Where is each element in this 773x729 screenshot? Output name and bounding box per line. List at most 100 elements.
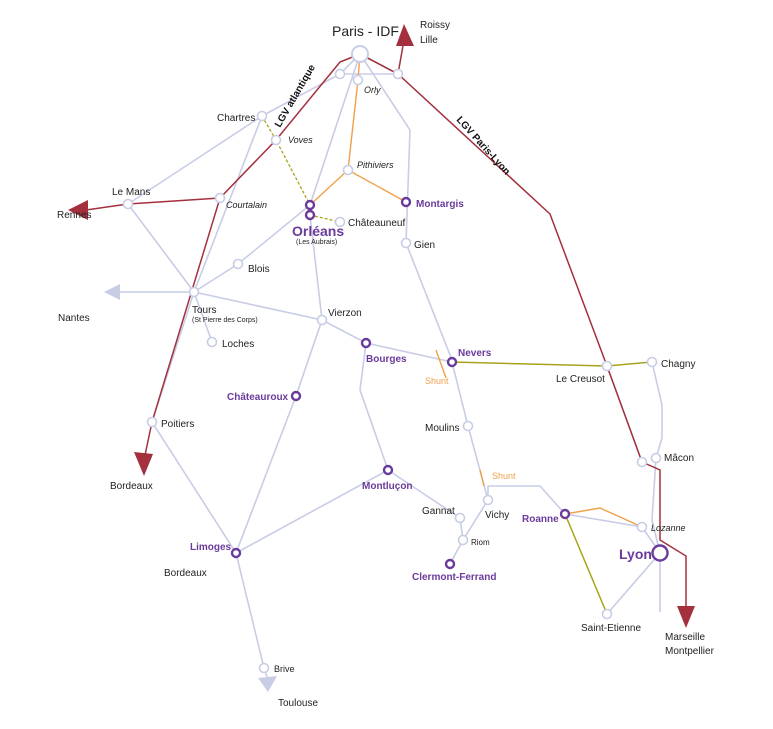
label-roissy: Roissy [420,20,450,31]
line-vichy-roanne [487,485,566,515]
label-tours: Tours [192,305,216,316]
lgv-atlantique-line [143,53,361,461]
line-paris-gien [359,53,453,361]
station-montlucon[interactable] [382,464,394,476]
nantes-arrow-icon [104,284,120,300]
label-chateauneuf: Châteauneuf [348,218,405,229]
line-roanne-lozanne-orange [564,507,643,528]
stations-light [122,45,662,674]
label-chartres: Chartres [217,113,255,124]
station-macon-b[interactable] [650,452,662,464]
line-chartres-orleans-dashed [261,115,311,206]
station-le-mans[interactable] [122,198,134,210]
line-montlucon-gannat [387,469,461,519]
station-vichy[interactable] [482,494,494,506]
station-paris-w[interactable] [334,68,346,80]
station-le-creusot[interactable] [601,360,613,372]
labels: Paris - IDF Roissy Lille Orly Chartres V… [57,20,715,709]
regular-lines [118,53,663,681]
label-voves: Voves [288,135,313,145]
station-brive[interactable] [258,662,270,674]
line-lyon-saintetienne [606,552,661,615]
station-orleans-b[interactable] [304,209,316,221]
label-orleans: Orléans [292,223,344,239]
station-moulins[interactable] [462,420,474,432]
station-roanne[interactable] [559,508,571,520]
station-gannat[interactable] [454,512,466,524]
line-limoges-montlucon [235,469,389,554]
label-chagny: Chagny [661,359,695,370]
station-clermont[interactable] [444,558,456,570]
stations-purple [230,196,669,570]
line-limoges-brive [235,552,269,681]
station-vierzon[interactable] [316,314,328,326]
station-chartres[interactable] [256,110,268,122]
line-roanne-lozanne [564,513,643,528]
station-chateauneuf[interactable] [334,216,346,228]
marseille-arrow-icon [677,606,695,628]
line-paris-chartres [193,53,361,293]
station-lozanne[interactable] [636,521,648,533]
line-roanne-saintetienne [564,513,608,615]
line-tours-vierzon [193,291,323,321]
station-montargis[interactable] [400,196,412,208]
station-paris-e[interactable] [392,68,404,80]
line-orleans-vierzon [309,214,323,321]
station-pithiviers[interactable] [342,164,354,176]
station-loches[interactable] [206,336,218,348]
line-tours-loches [193,291,213,343]
station-tours[interactable] [188,286,200,298]
station-orleans-a[interactable] [304,199,316,211]
label-poitiers: Poitiers [161,419,194,430]
station-voves[interactable] [270,134,282,146]
rennes-arrow-icon [68,200,88,220]
station-courtalain[interactable] [214,192,226,204]
label-rennes: Rennes [57,210,91,221]
label-lille: Lille [420,35,438,46]
label-blois: Blois [248,264,270,275]
station-saint-etienne[interactable] [601,608,613,620]
label-orly: Orly [364,85,381,95]
station-paris[interactable] [351,45,369,63]
station-chateauroux[interactable] [290,390,302,402]
label-macon: Mâcon [664,453,694,464]
label-lyon: Lyon [619,546,652,562]
label-moulins: Moulins [425,423,459,434]
line-shunt-vichy [479,469,485,487]
line-lemans-tours [127,203,195,293]
label-le-creusot: Le Creusot [556,374,605,385]
label-brive: Brive [274,664,295,674]
label-bourges: Bourges [366,354,407,365]
station-bourges[interactable] [360,337,372,349]
station-chagny[interactable] [646,356,658,368]
station-limoges[interactable] [230,547,242,559]
line-chagny-macon-lyon [651,361,663,554]
station-lyon[interactable] [651,544,669,562]
station-macon-a[interactable] [636,456,648,468]
station-orly[interactable] [352,74,364,86]
label-loches: Loches [222,339,254,350]
label-le-mans: Le Mans [112,187,150,198]
label-bordeaux-2: Bordeaux [164,568,207,579]
station-riom[interactable] [457,534,469,546]
station-gien[interactable] [400,237,412,249]
line-shunt-nevers [435,349,447,379]
lgv-rennes-line [85,197,221,211]
label-courtalain: Courtalain [226,200,267,210]
line-chartres-lemans [127,115,263,205]
label-gannat: Gannat [422,506,455,517]
line-bourges-montlucon [359,342,389,471]
line-vierzon-chateauroux-limoges [235,319,323,554]
label-saint-etienne: Saint-Etienne [581,623,641,634]
station-blois[interactable] [232,258,244,270]
station-poitiers[interactable] [146,416,158,428]
line-pithiviers-montargis [347,169,407,203]
line-nevers-lecreusot-chagny [451,361,653,367]
dashed-lines [261,115,341,223]
label-nevers: Nevers [458,348,492,359]
station-nevers[interactable] [446,356,458,368]
label-tours-sub: (St Pierre des Corps) [192,317,258,324]
label-bordeaux: Bordeaux [110,481,153,492]
label-vichy: Vichy [485,510,509,521]
